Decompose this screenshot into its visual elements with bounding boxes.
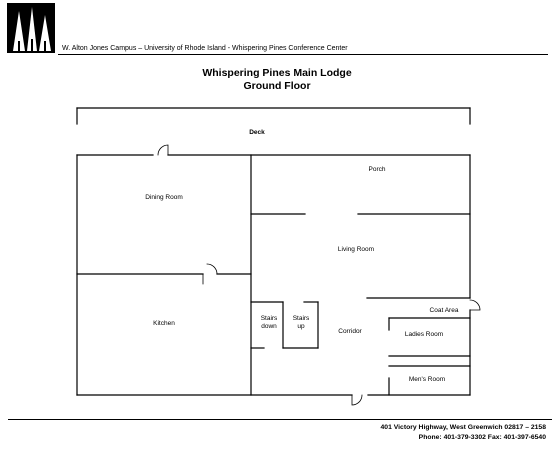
label-stairs-up-1: Stairs: [293, 315, 310, 322]
footer-rule: [8, 419, 552, 420]
label-mens-room: Men's Room: [409, 376, 445, 383]
label-stairs-down-1: Stairs: [261, 315, 278, 322]
door-arc-kitchen: [202, 263, 218, 285]
label-kitchen: Kitchen: [153, 320, 175, 327]
label-ladies-room: Ladies Room: [405, 331, 443, 338]
label-dining-room: Dining Room: [145, 194, 183, 201]
pine-tree-logo-icon: [7, 3, 55, 53]
label-stairs-down-2: down: [261, 323, 277, 330]
door-arc-south: [351, 394, 363, 406]
label-coat-area: Coat Area: [430, 307, 459, 314]
label-living-room: Living Room: [338, 246, 374, 253]
footer-phones: Phone: 401-379-3302 Fax: 401-397-6540: [418, 434, 546, 441]
label-corridor: Corridor: [338, 328, 362, 335]
header-rule: [58, 54, 548, 55]
footer-address: 401 Victory Highway, West Greenwich 0281…: [380, 424, 546, 431]
door-arc-east: [469, 299, 481, 311]
label-deck: Deck: [249, 129, 265, 136]
campus-header: W. Alton Jones Campus – University of Rh…: [62, 45, 348, 52]
label-porch: Porch: [369, 166, 386, 173]
page-title: Whispering Pines Main Lodge: [202, 67, 352, 79]
label-stairs-up-2: up: [297, 323, 305, 330]
page-subtitle: Ground Floor: [243, 80, 311, 92]
door-arc-deck: [157, 144, 169, 156]
